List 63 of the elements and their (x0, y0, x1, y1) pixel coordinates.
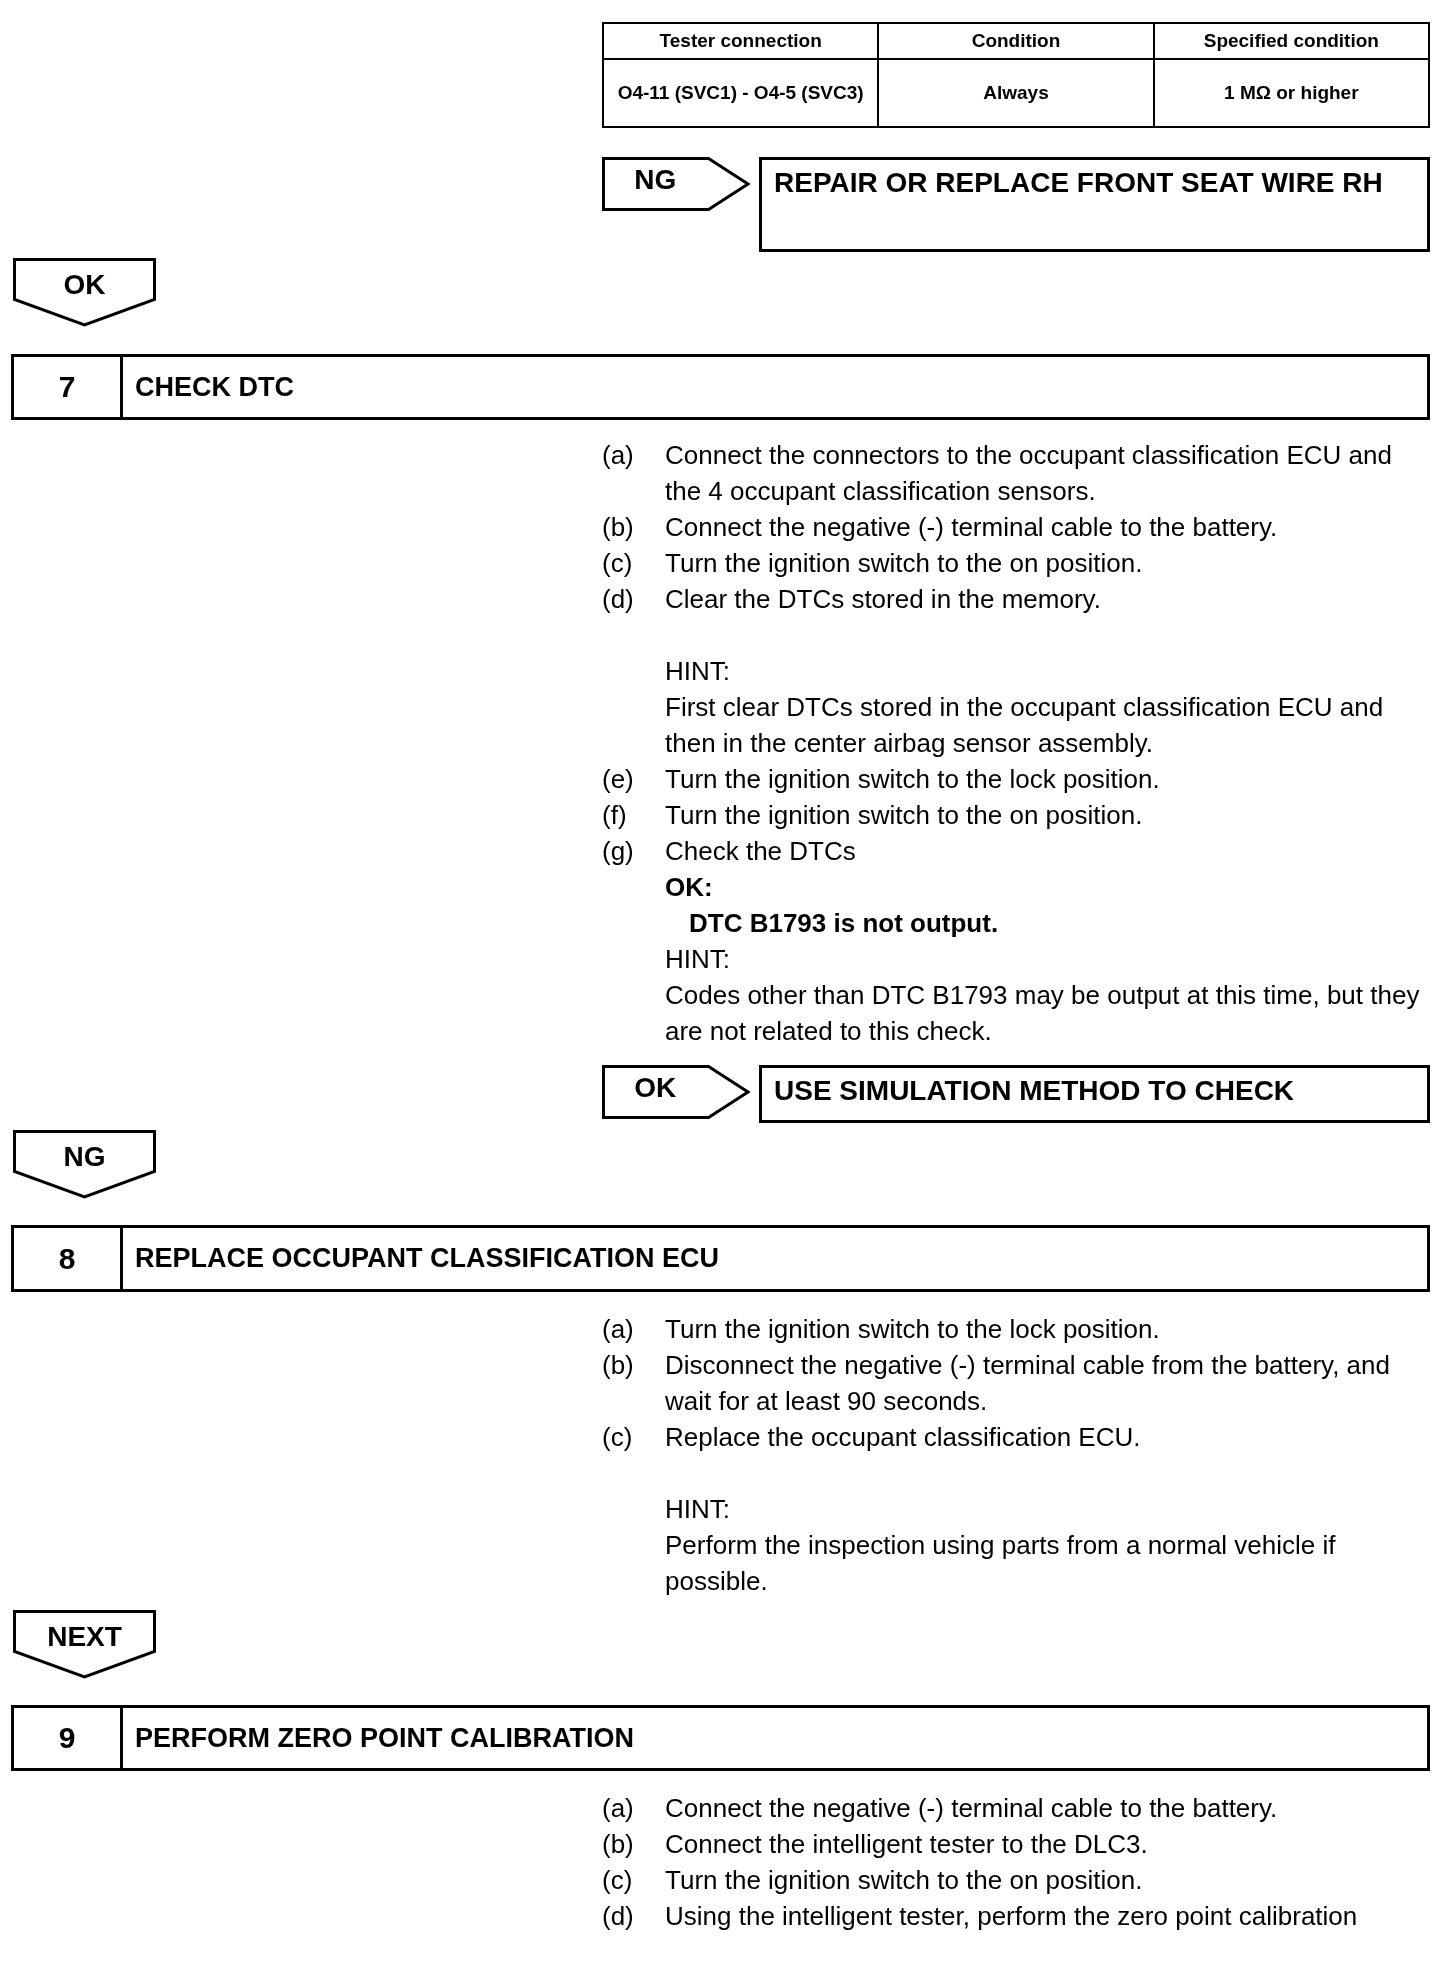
step-header-box (11, 1225, 1430, 1292)
hint-heading: HINT: (665, 944, 730, 974)
result-box: USE SIMULATION METHOD TO CHECK (759, 1065, 1430, 1123)
tab-label: NEXT (46, 1620, 123, 1654)
instruction-text: Turn the ignition switch to the on position. (665, 547, 1144, 580)
list-marker: (b) (602, 1828, 635, 1861)
step-number: 9 (58, 1721, 76, 1755)
list-marker: (c) (602, 1864, 634, 1897)
tab-label: OK (62, 268, 107, 302)
step-title: PERFORM ZERO POINT CALIBRATION (135, 1722, 634, 1754)
result-box: REPAIR OR REPLACE FRONT SEAT WIRE RH (759, 157, 1430, 252)
table-cell: Always (878, 59, 1154, 127)
result-text: OK: (665, 872, 713, 902)
list-marker: (c) (602, 1421, 634, 1454)
instruction-text: Connect the negative (-) terminal cable to the battery. (665, 511, 1279, 544)
list-marker: (g) (602, 835, 635, 868)
tab-label: NG (633, 163, 678, 197)
table-header-cell: Condition (878, 23, 1154, 59)
result-text: DTC B1793 is not output. (689, 908, 999, 938)
tab-label: OK (633, 1071, 678, 1105)
arrow-tab (602, 1065, 750, 1119)
instruction-text: Replace the occupant classification ECU. (665, 1421, 1142, 1454)
list-marker: (a) (602, 1792, 635, 1825)
list-marker: (c) (602, 547, 634, 580)
step-number: 8 (58, 1241, 76, 1276)
table-header-cell: Specified condition (1153, 23, 1429, 59)
table-cell: 1 MΩ or higher (1153, 59, 1429, 127)
step-header-box (11, 354, 1430, 420)
arrow-tab (13, 1130, 156, 1199)
hint-text: Perform the inspection using parts from a normal vehicle if possible. (665, 1530, 1336, 1596)
hint-heading: HINT: (665, 656, 730, 686)
instruction-text: Connect the negative (-) terminal cable to the battery. (665, 1792, 1279, 1825)
instruction-text: Check the DTCs (665, 835, 857, 868)
arrow-tab (602, 157, 750, 211)
list-marker: (d) (602, 1900, 635, 1933)
instruction-text: Turn the ignition switch to the lock position. (665, 763, 1161, 796)
instruction-text: Turn the ignition switch to the on position. (665, 799, 1144, 832)
arrow-tab (13, 1610, 156, 1679)
step-title: CHECK DTC (135, 371, 294, 403)
list-marker: (a) (602, 1313, 635, 1346)
instruction-text: Turn the ignition switch to the lock position. (665, 1313, 1161, 1346)
instruction-text: Using the intelligent tester, perform the zero point calibration (665, 1900, 1359, 1933)
hint-text: Codes other than DTC B1793 may be output at this time, but they are not related to this check. (665, 980, 1420, 1046)
list-marker: (e) (602, 763, 635, 796)
step-number: 7 (58, 370, 76, 404)
hint-text: First clear DTCs stored in the occupant classification ECU and then in the center airbag sensor assembly. (665, 692, 1384, 758)
list-marker: (b) (602, 511, 635, 544)
step-header-box (11, 1705, 1430, 1771)
instruction-text: Disconnect the negative (-) terminal cable from the battery, and wait for at least 90 seconds. (665, 1349, 1391, 1418)
arrow-tab (13, 258, 156, 327)
step-title: REPLACE OCCUPANT CLASSIFICATION ECU (135, 1243, 719, 1274)
hint-heading: HINT: (665, 1494, 730, 1524)
list-marker: (a) (602, 439, 635, 472)
list-marker: (b) (602, 1349, 635, 1382)
instruction-text: Turn the ignition switch to the on position. (665, 1864, 1144, 1897)
instruction-text: Connect the connectors to the occupant classification ECU and the 4 occupant classification sensors. (665, 439, 1393, 508)
instruction-text: Connect the intelligent tester to the DLC3. (665, 1828, 1149, 1861)
instruction-text: Clear the DTCs stored in the memory. (665, 583, 1102, 616)
table-cell: O4-11 (SVC1) - O4-5 (SVC3) (603, 59, 879, 127)
tab-label: NG (62, 1140, 107, 1174)
table-header-cell: Tester connection (603, 23, 879, 59)
list-marker: (f) (602, 799, 628, 832)
list-marker: (d) (602, 583, 635, 616)
